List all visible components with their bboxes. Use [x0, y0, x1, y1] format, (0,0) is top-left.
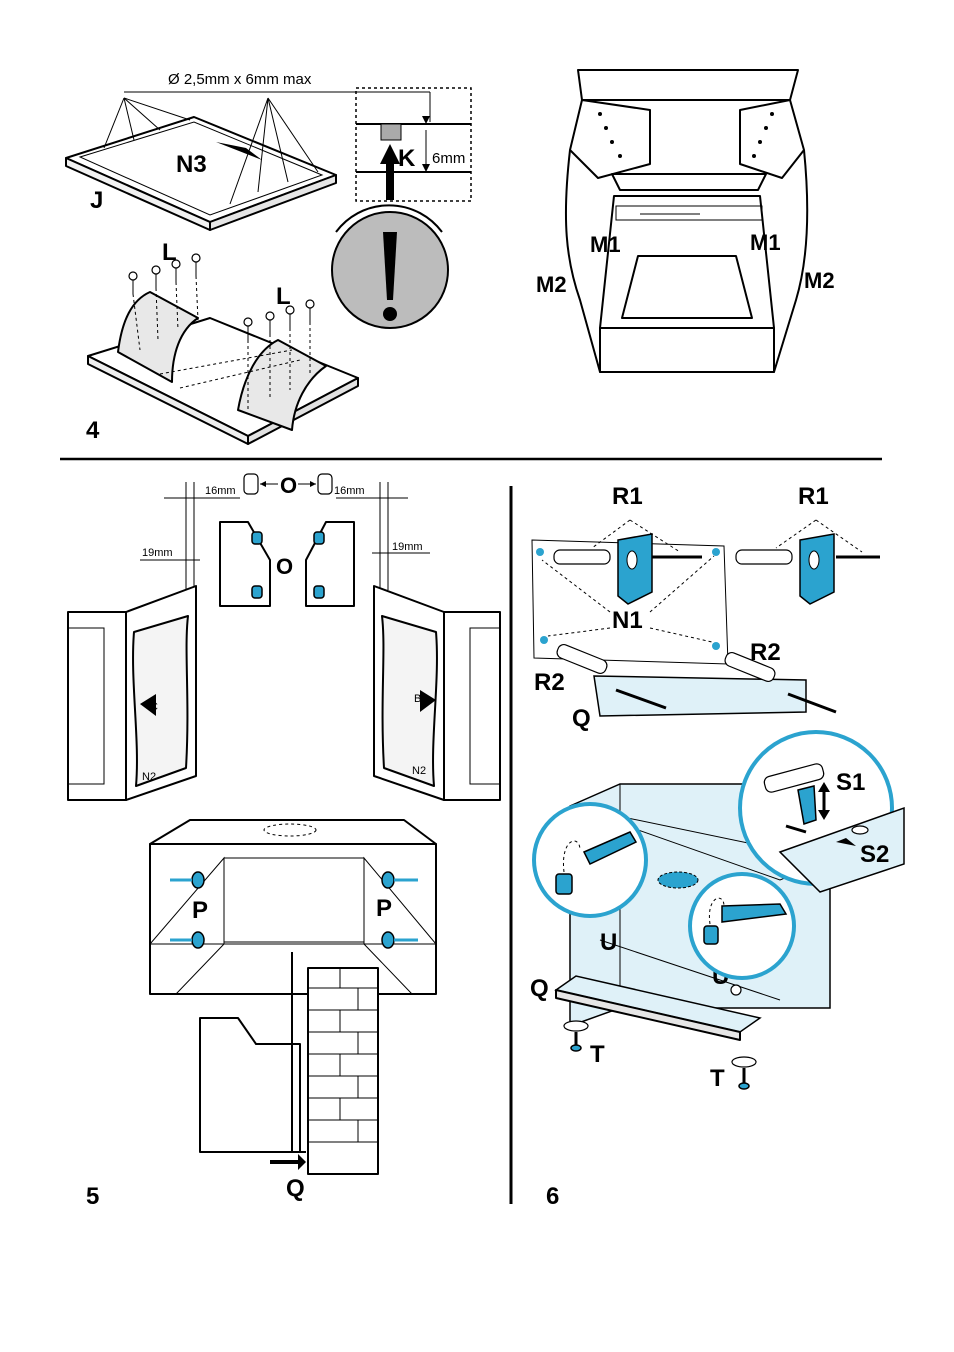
figure-5-panel: O 16mm 16mm 19mm 19mm O C N2 [67, 473, 501, 1210]
figure-4-panel: Ø 2,5mm x 6mm max N3 J 6mm [65, 71, 472, 445]
hole-dimension-label: Ø 2,5mm x 6mm max [168, 71, 312, 88]
dim-6mm-label: 6mm [432, 150, 465, 167]
wall-plugs-r2 [556, 643, 837, 714]
hood-dots [598, 112, 774, 158]
dim-19mm-right: 19mm [392, 541, 423, 553]
label-m2-right: M2 [804, 268, 835, 293]
arrow-b-icon [420, 690, 436, 712]
brick-wall [307, 967, 379, 1175]
label-p-left: P [192, 897, 208, 924]
label-r2-right: R2 [750, 639, 781, 666]
label-n2-left: N2 [142, 771, 156, 783]
screw-t-right [731, 1056, 757, 1090]
label-c: C [150, 701, 158, 713]
bracket-q [593, 675, 807, 717]
label-o-top: O [280, 473, 297, 498]
screws-top-right [243, 299, 315, 410]
bracket-n1-right [799, 533, 835, 605]
label-r1-left: R1 [612, 483, 643, 510]
figure-number-5: 5 [86, 1183, 99, 1210]
up-arrow-icon [380, 144, 400, 200]
label-r2-left: R2 [534, 669, 565, 696]
label-p-right: P [376, 895, 392, 922]
label-l-2: L [276, 283, 291, 310]
p-screws [170, 871, 418, 949]
bracket-n1-left [617, 533, 653, 605]
label-m2-left: M2 [536, 272, 567, 297]
label-s1: S1 [836, 769, 865, 796]
figure-6-panel: R1 R1 N1 R2 [530, 483, 905, 1210]
label-t-right: T [710, 1065, 725, 1092]
label-q-fig6-top: Q [572, 705, 591, 732]
label-t-left: T [590, 1041, 605, 1068]
label-k: K [398, 145, 416, 172]
horizontal-arrow-icon [785, 824, 807, 834]
dim-16mm-right: 16mm [334, 485, 365, 497]
label-q-fig6-bottom: Q [530, 975, 549, 1002]
label-n2-right: N2 [412, 765, 426, 777]
label-r1-right: R1 [798, 483, 829, 510]
side-panel-right [237, 339, 327, 431]
dim-19mm-left: 19mm [142, 547, 173, 559]
label-m1-right: M1 [750, 230, 781, 255]
figure-number-6: 6 [546, 1183, 559, 1210]
label-n3: N3 [176, 151, 207, 178]
label-q-fig5: Q [286, 1175, 305, 1202]
direction-arrow-icon [216, 142, 262, 160]
detail-circle-right [688, 872, 796, 980]
arrow-c-icon [140, 694, 156, 716]
s1-arrow-icon [818, 782, 830, 792]
wall-plugs-r1 [553, 549, 880, 565]
screw-t-left [563, 1020, 589, 1052]
label-n1: N1 [612, 607, 643, 634]
label-s2: S2 [860, 841, 889, 868]
hood-box-m1-m2: M1 M1 M2 M2 [536, 69, 835, 373]
label-o-mid: O [276, 554, 293, 579]
warning-exclamation-icon [331, 204, 449, 329]
label-m1-left: M1 [590, 232, 621, 257]
figure-number-4: 4 [86, 417, 100, 444]
label-b: B [414, 693, 421, 705]
screws-top-left [128, 253, 201, 351]
label-j: J [90, 187, 103, 214]
dim-16mm-left: 16mm [205, 485, 236, 497]
label-u-left: U [600, 929, 617, 956]
label-l-1: L [162, 239, 177, 266]
